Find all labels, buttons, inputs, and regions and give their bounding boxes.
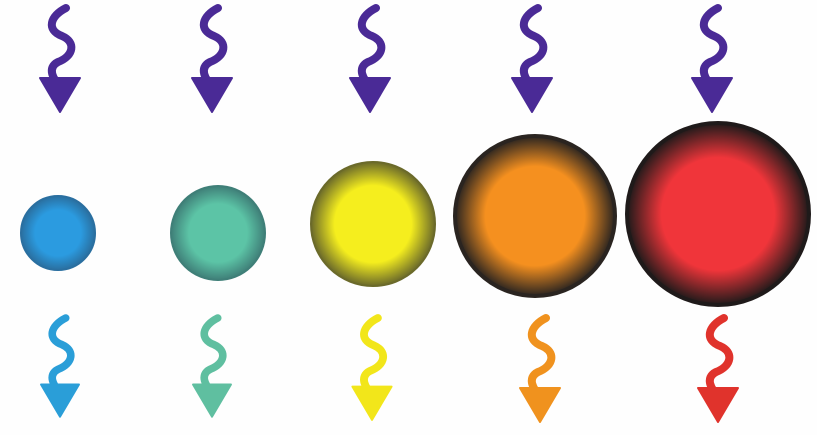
incoming-arrow-teal: [192, 8, 232, 112]
sphere-teal: [171, 186, 265, 280]
incoming-arrows: [40, 8, 732, 112]
incoming-arrow-blue: [40, 8, 80, 112]
sphere-yellow: [311, 162, 435, 286]
emitted-arrow-blue: [41, 318, 79, 417]
emitted-arrow-teal: [193, 318, 231, 417]
incoming-arrow-yellow: [350, 8, 390, 112]
sphere-blue: [21, 196, 95, 270]
spheres: [21, 123, 809, 305]
incoming-arrow-red: [692, 8, 732, 112]
emitted-arrow-red: [698, 318, 738, 422]
emitted-arrow-orange: [520, 318, 560, 422]
emitted-arrows: [41, 318, 738, 422]
sphere-orange: [455, 136, 615, 296]
sphere-red: [627, 123, 809, 305]
incoming-arrow-orange: [512, 8, 552, 112]
emitted-arrow-yellow: [352, 318, 391, 420]
